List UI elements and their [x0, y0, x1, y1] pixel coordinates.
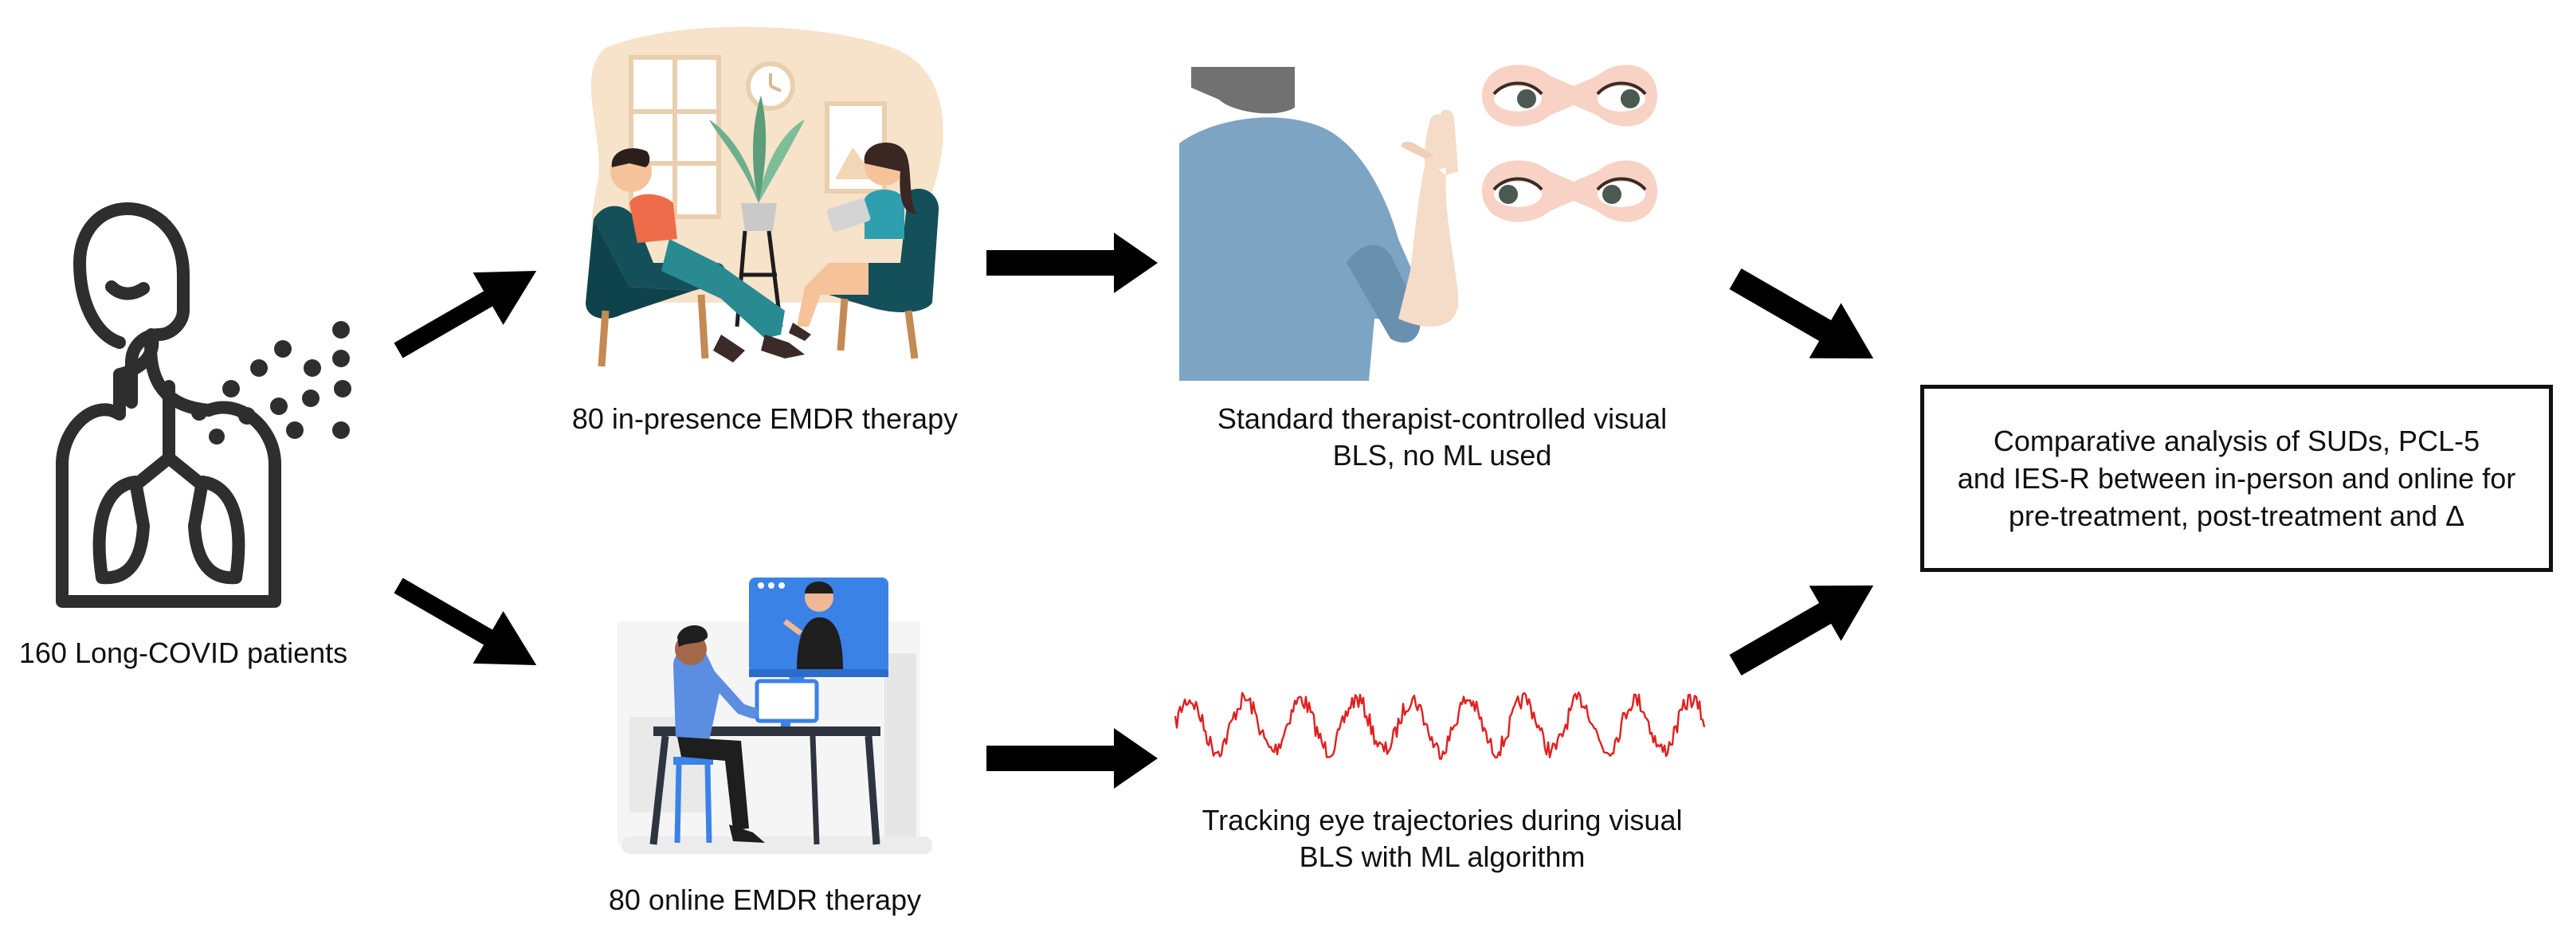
- result-line-2: and IES-R between in-person and online f…: [1957, 462, 2516, 495]
- aerosol-dots-icon: [191, 321, 351, 445]
- therapy-session-illustration: [586, 26, 943, 367]
- arrow-in-presence-to-result: [1729, 268, 1874, 358]
- in-presence-label: 80 in-presence EMDR therapy: [571, 402, 959, 435]
- in-presence-method-line-2: BLS, no ML used: [1332, 439, 1552, 472]
- result-line-1: Comparative analysis of SUDs, PCL-5: [1993, 425, 2480, 457]
- person-lungs-icon: [56, 202, 281, 608]
- arrow-patients-to-online: [394, 578, 537, 665]
- patients-label: 160 Long-COVID patients: [18, 636, 348, 669]
- in-presence-method-line-1: Standard therapist-controlled visual: [1217, 402, 1668, 435]
- online-label: 80 online EMDR therapy: [608, 883, 922, 916]
- therapist-hand-icon: [1179, 67, 1459, 381]
- arrow-in-presence-to-method: [986, 233, 1158, 293]
- in-presence-method-text: Standard therapist-controlled visual BLS…: [1139, 401, 1745, 474]
- eye-trajectory-signal: [1174, 691, 1706, 760]
- online-method-line-1: Tracking eye trajectories during visual: [1202, 804, 1683, 836]
- online-method-text: Tracking eye trajectories during visual …: [1131, 802, 1753, 875]
- online-method-line-2: BLS with ML algorithm: [1299, 840, 1586, 873]
- result-line-3: pre-treatment, post-treatment and Δ: [2008, 499, 2465, 532]
- flow-arrows: [394, 233, 1874, 789]
- arrow-online-to-result: [1729, 585, 1874, 676]
- arrow-online-to-method: [986, 728, 1158, 789]
- comparative-analysis-box: Comparative analysis of SUDs, PCL-5 and …: [1920, 385, 2553, 572]
- eye-movement-icon: [1482, 65, 1657, 222]
- arrow-patients-to-in-presence: [394, 271, 537, 358]
- comparative-analysis-text: Comparative analysis of SUDs, PCL-5 and …: [1958, 422, 2515, 535]
- online-session-illustration: [618, 578, 932, 854]
